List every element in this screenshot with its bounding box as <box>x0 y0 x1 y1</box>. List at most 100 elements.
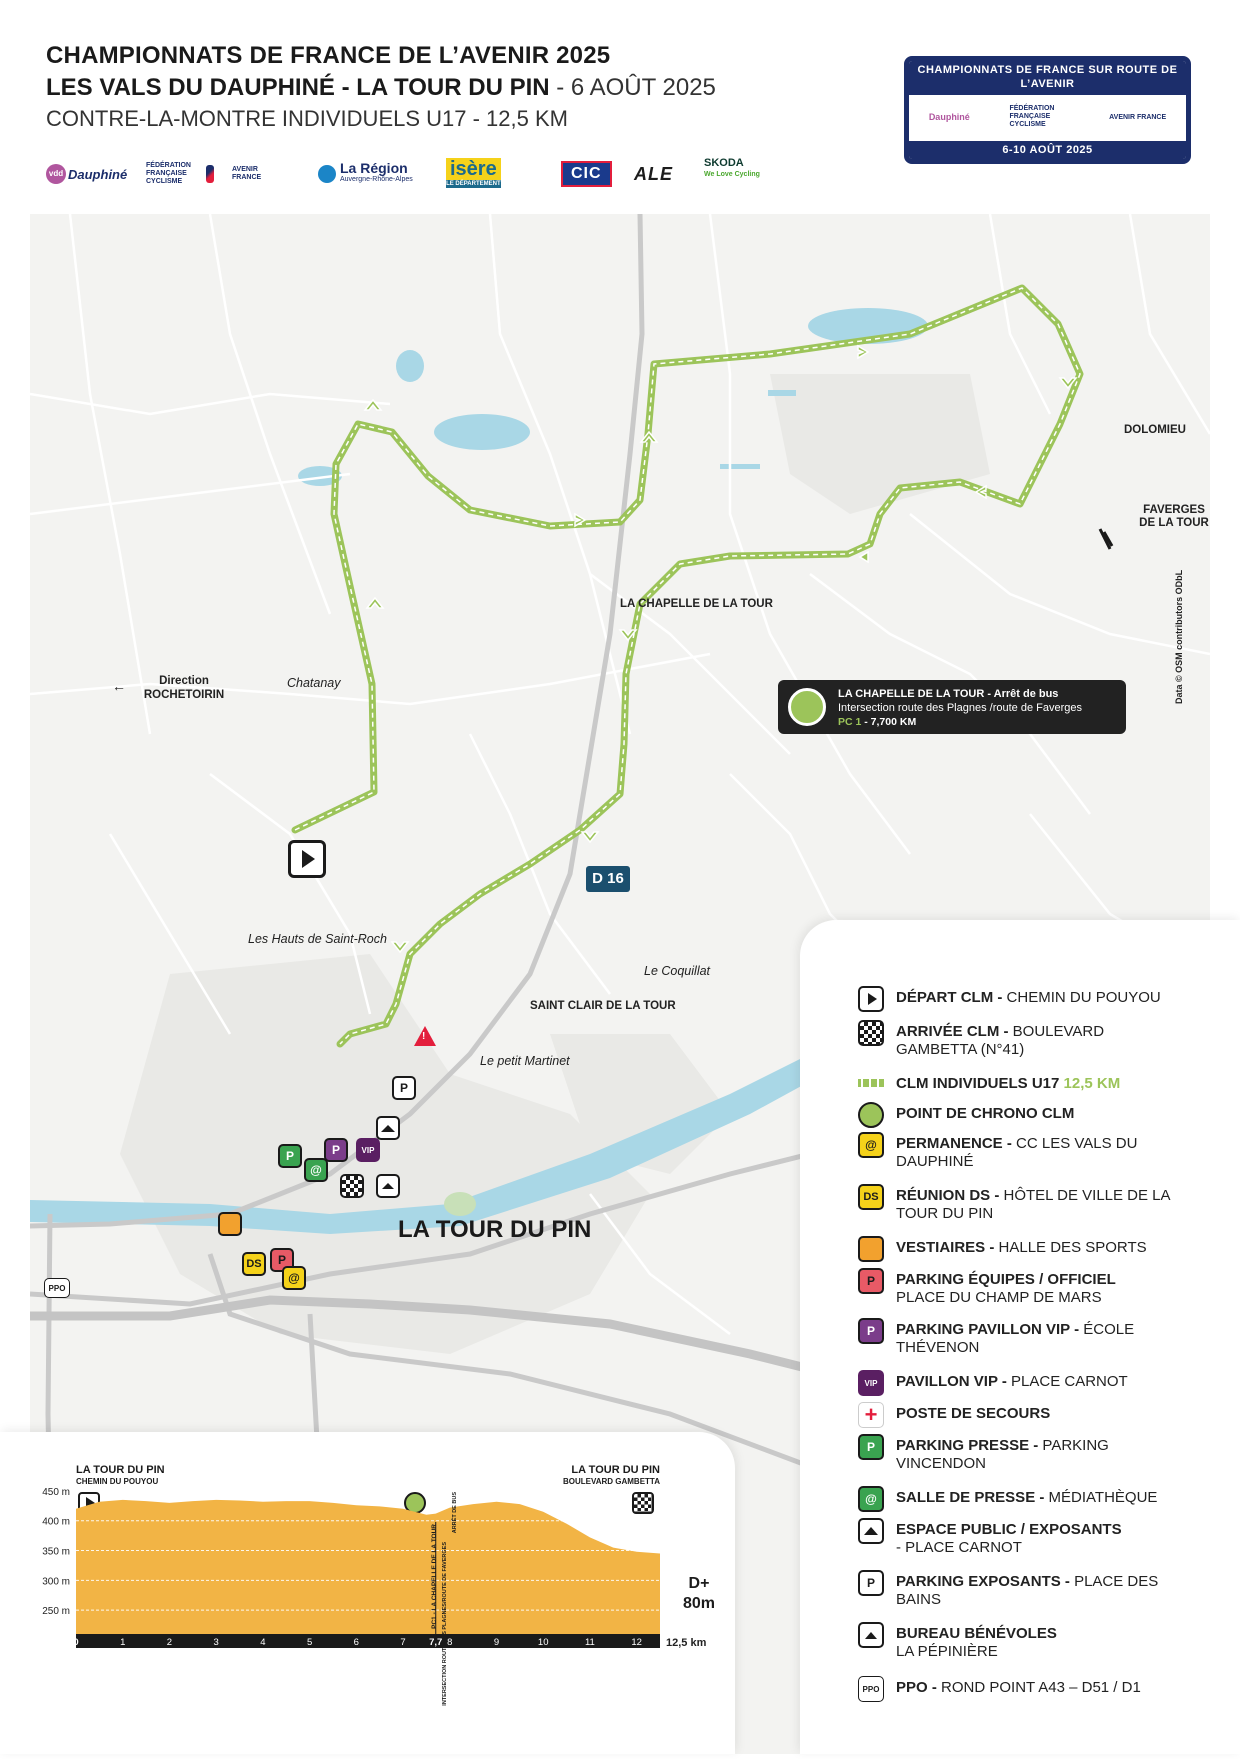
legend-label: SALLE DE PRESSE - <box>896 1489 1049 1506</box>
profile-finish-town: LA TOUR DU PIN <box>571 1464 660 1476</box>
legend-item: CLM INDIVIDUELS U17 12,5 KM <box>858 1072 1188 1093</box>
finish-flag-icon[interactable] <box>340 1174 364 1198</box>
ds-icon: DS <box>858 1184 884 1210</box>
place-hauts-saint-roch: Les Hauts de Saint-Roch <box>248 932 387 946</box>
parking-exhibitors-icon: P <box>858 1570 884 1596</box>
legend-detail: CHEMIN DU POUYOU <box>1006 989 1161 1006</box>
legend-detail: PARKING VINCENDON <box>896 1437 1109 1472</box>
x-tick-label: 8 <box>447 1637 452 1648</box>
finish-icon <box>858 1020 884 1046</box>
changing-room-icon[interactable] <box>218 1212 242 1236</box>
title-date: - 6 AOÛT 2025 <box>549 74 716 101</box>
press-room-pin[interactable]: @ <box>304 1158 328 1182</box>
first-aid-icon: + <box>858 1402 884 1428</box>
badge-vdd-logo: Dauphiné <box>928 112 970 122</box>
legend-label: PARKING EXPOSANTS - <box>896 1573 1075 1590</box>
sponsor-region-sub: Auvergne-Rhône-Alpes <box>340 176 413 183</box>
x-tick-label: 2 <box>167 1637 172 1648</box>
title-line-2-bold: LES VALS DU DAUPHINÉ - LA TOUR DU PIN <box>46 74 550 101</box>
legend-label: PAVILLON VIP - <box>896 1373 1012 1390</box>
legend-label: PARKING ÉQUIPES / OFFICIEL <box>896 1271 1116 1288</box>
x-tick-label: 12 <box>631 1637 642 1648</box>
legend-detail: PLACE DU CHAMP DE MARS <box>896 1289 1102 1306</box>
pavillon-vip-icon: VIP <box>858 1370 884 1396</box>
legend-item: @ SALLE DE PRESSE - MÉDIATHÈQUE <box>858 1486 1188 1512</box>
legend-panel: DÉPART CLM - CHEMIN DU POUYOU ARRIVÉE CL… <box>800 920 1240 1754</box>
x-tick-label: 11 <box>585 1637 595 1648</box>
sponsor-vdd-logo: vdd Dauphiné <box>46 158 127 190</box>
legend-detail: CC LES VALS DU DAUPHINÉ <box>896 1135 1138 1170</box>
legend-detail: ROND POINT A43 – D51 / D1 <box>941 1679 1141 1696</box>
chrono-callout[interactable]: LA CHAPELLE DE LA TOUR - Arrêt de bus In… <box>778 680 1126 734</box>
legend-detail: MÉDIATHÈQUE <box>1048 1489 1158 1506</box>
sponsor-vdd-text: Dauphiné <box>68 166 128 182</box>
permanence-pin[interactable]: @ <box>282 1266 306 1290</box>
place-faverges: FAVERGES DE LA TOUR <box>1139 504 1209 529</box>
start-marker-icon[interactable] <box>288 840 326 878</box>
route-line-icon <box>858 1079 884 1087</box>
sponsor-avenir-logo: AVENIR FRANCE <box>232 158 280 190</box>
legend-label: DÉPART CLM - <box>896 989 1007 1006</box>
volunteer-office-icon[interactable] <box>376 1174 400 1198</box>
legend-label: BUREAU BÉNÉVOLES <box>896 1625 1057 1642</box>
sponsor-skoda-sub: We Love Cycling <box>704 171 760 178</box>
x-axis-bar <box>76 1634 660 1648</box>
legend-item: P PARKING EXPOSANTS - PLACE DES BAINS <box>858 1570 1188 1609</box>
callout-subtitle: Intersection route des Plagnes /route de… <box>838 702 1082 714</box>
header: CHAMPIONNATS DE FRANCE DE L’AVENIR 2025 … <box>46 40 806 134</box>
callout-pc: PC 1 - 7,700 KM <box>838 716 916 728</box>
badge-logos: Dauphiné FÉDÉRATION FRANÇAISE CYCLISME A… <box>909 95 1186 139</box>
water-bodies <box>30 308 940 1234</box>
sponsor-skoda-logo: SKODA We Love Cycling <box>704 158 760 190</box>
place-chatanay: Chatanay <box>287 676 341 690</box>
legend-detail: PLACE CARNOT <box>1011 1373 1128 1390</box>
profile-pc-vertical-text: PC1 - LA CHAPELLE DE LA TOUR <box>431 1524 438 1629</box>
sponsor-region-text: La Région <box>340 160 408 176</box>
public-space-icon <box>858 1518 884 1544</box>
legend-item: @ PERMANENCE - CC LES VALS DU DAUPHINÉ <box>858 1132 1188 1171</box>
y-tick-label: 350 m <box>42 1547 70 1558</box>
sponsor-cic-logo: CIC <box>561 158 612 190</box>
pavillon-vip-pin[interactable]: VIP <box>356 1138 380 1162</box>
profile-gain-value: 80m <box>682 1595 716 1612</box>
profile-start-sub: CHEMIN DU POUYOU <box>76 1477 159 1486</box>
x-tick-label: 10 <box>538 1637 549 1648</box>
parking-vip-icon: P <box>858 1318 884 1344</box>
profile-pc-vertical: PC1 - LA CHAPELLE DE LA TOUR <box>431 1524 438 1629</box>
place-petit-martinet: Le petit Martinet <box>480 1054 570 1068</box>
parking-press-icon: P <box>858 1434 884 1460</box>
ppo-pin[interactable]: PPO <box>44 1278 70 1298</box>
sponsor-ale-logo: ALE <box>634 163 673 184</box>
title-line-3: CONTRE-LA-MONTRE INDIVIDUELS U17 - 12,5 … <box>46 106 568 131</box>
legend-item: ESPACE PUBLIC / EXPOSANTS- PLACE CARNOT <box>858 1518 1188 1557</box>
sponsor-ffc-logo: FÉDÉRATION FRANÇAISE CYCLISME <box>146 158 214 190</box>
title-line-2: LES VALS DU DAUPHINÉ - LA TOUR DU PIN - … <box>46 72 806 104</box>
legend-item: + POSTE DE SECOURS <box>858 1402 1188 1428</box>
road-sign-d16: D 16 <box>586 866 630 892</box>
ds-meeting-pin[interactable]: DS <box>242 1252 266 1276</box>
sponsor-skoda-text: SKODA <box>704 157 744 169</box>
legend-label: CLM INDIVIDUELS U17 <box>896 1075 1064 1092</box>
legend-label: VESTIAIRES - <box>896 1239 999 1256</box>
x-tick-label: 1 <box>120 1637 125 1648</box>
profile-finish-sub: BOULEVARD GAMBETTA <box>562 1477 660 1486</box>
callout-pc-label: PC 1 <box>838 716 862 728</box>
parking-exposants-pin[interactable]: P <box>392 1076 416 1100</box>
elevation-profile: LA TOUR DU PIN CHEMIN DU POUYOU LA TOUR … <box>0 1432 735 1754</box>
badge-avenir-logo: AVENIR FRANCE <box>1109 113 1167 121</box>
legend-label: ESPACE PUBLIC / EXPOSANTS <box>896 1521 1122 1538</box>
legend-item: DS RÉUNION DS - HÔTEL DE VILLE DE LA TOU… <box>858 1184 1188 1223</box>
badge-ffc-logo: FÉDÉRATION FRANÇAISE CYCLISME <box>1009 105 1055 128</box>
legend-item: P PARKING PRESSE - PARKING VINCENDON <box>858 1434 1188 1473</box>
y-tick-label: 400 m <box>42 1517 70 1528</box>
profile-gain: D+ 80m <box>674 1574 724 1614</box>
town-la-tour-du-pin: LA TOUR DU PIN <box>398 1216 592 1243</box>
home-icon[interactable] <box>376 1116 400 1140</box>
place-direction-rochetoirin: Direction ROCHETOIRIN <box>143 675 225 701</box>
x-tick-label: 4 <box>260 1637 265 1648</box>
event-badge: CHAMPIONNATS DE FRANCE SUR ROUTE DE L’AV… <box>904 56 1191 164</box>
parking-presse-pin[interactable]: P <box>278 1144 302 1168</box>
permanence-icon: @ <box>858 1132 884 1158</box>
badge-dates: 6-10 AOÛT 2025 <box>909 141 1186 159</box>
parking-vip-pin[interactable]: P <box>324 1138 348 1162</box>
